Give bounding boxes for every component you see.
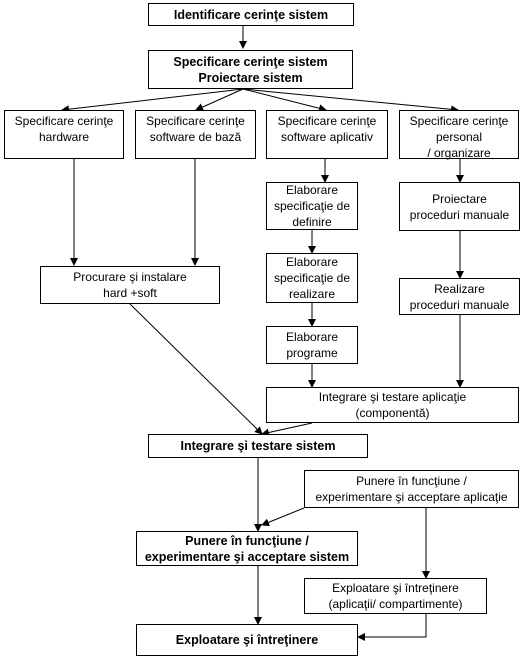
box-realizare-proceduri-manuale: Realizare proceduri manuale: [399, 278, 520, 315]
box-spec-personal-label: Specificare cerinţe personal / organizar…: [409, 114, 509, 160]
box-punere-functiune-aplicatie: Punere în funcţiune / experimentare şi a…: [304, 470, 519, 508]
arrow-sistem-to-personal: [242, 88, 459, 114]
box-elab-definire-label: Elaborare specificaţie de definire: [273, 183, 351, 229]
arrow-procurare-to-integrare-sistem: [129, 303, 263, 435]
box-proiectare-proceduri-manuale: Proiectare proceduri manuale: [399, 182, 520, 231]
box-elaborare-specificatie-realizare: Elaborare specificaţie de realizare: [266, 253, 358, 303]
arrow-sistem-to-hardware: [61, 88, 244, 114]
box-specificare-personal: Specificare cerinţe personal / organizar…: [399, 110, 519, 160]
box-integrare-aplicatie-label: Integrare şi testare aplicaţie (componen…: [318, 390, 467, 420]
box-integrare-testare-aplicatie: Integrare şi testare aplicaţie (componen…: [266, 387, 519, 423]
box-elaborare-programe: Elaborare programe: [266, 326, 358, 364]
box-elab-programe-label: Elaborare programe: [285, 330, 339, 360]
box-procurare-label: Procurare şi instalare hard +soft: [73, 270, 187, 300]
box-exploatare-aplicatii: Exploatare şi întreţinere (aplicaţii/ co…: [304, 578, 487, 614]
box-procurare-instalare: Procurare şi instalare hard +soft: [40, 266, 220, 304]
box-exploatare-aplicatii-label: Exploatare şi întreţinere (aplicaţii/ co…: [328, 581, 463, 611]
box-exploatare-intretinere: Exploatare şi întreţinere: [136, 624, 358, 656]
box-integrare-sistem-label: Integrare şi testare sistem: [180, 439, 336, 453]
box-specificare-cerinte-sistem: Specificare cerinţe sistem Proiectare si…: [148, 50, 353, 89]
box-punere-sistem-label: Punere în funcţiune / experimentare şi a…: [144, 533, 350, 564]
box-identificare-cerinte-sistem: Identificare cerinţe sistem: [148, 3, 354, 26]
box-spec-hardware-label: Specificare cerinţe hardware: [14, 114, 114, 144]
arrow-punere-aplicatie-to-punere-sistem: [261, 507, 305, 527]
box-realizare-proceduri-label: Realizare proceduri manuale: [409, 281, 510, 312]
box-proiectare-proceduri-label: Proiectare proceduri manuale: [409, 191, 510, 222]
box-punere-functiune-sistem: Punere în funcţiune / experimentare şi a…: [136, 531, 358, 566]
box-specificare-software-aplicativ: Specificare cerinţe software aplicativ: [266, 110, 388, 159]
box-spec-software-baza-label: Specificare cerinţe software de bază: [146, 114, 245, 144]
box-punere-aplicatie-label: Punere în funcţiune / experimentare şi a…: [315, 474, 508, 504]
box-exploatare-label: Exploatare şi întreţinere: [175, 633, 319, 647]
box-integrare-testare-sistem: Integrare şi testare sistem: [148, 434, 368, 458]
box-elab-realizare-label: Elaborare specificaţie de realizare: [273, 255, 351, 301]
arrow-exploatare-aplicatii-to-exploatare: [357, 614, 427, 641]
box-specificare-hardware: Specificare cerinţe hardware: [4, 110, 124, 159]
box-identificare-label: Identificare cerinţe sistem: [173, 7, 329, 22]
arrow-sistem-to-software-baza: [195, 88, 244, 111]
arrow-integrare-aplicatie-to-sistem: [261, 422, 313, 437]
box-spec-software-aplicativ-label: Specificare cerinţe software aplicativ: [277, 114, 377, 144]
box-specificare-sistem-label: Specificare cerinţe sistem Proiectare si…: [173, 54, 328, 85]
box-elaborare-specificatie-definire: Elaborare specificaţie de definire: [266, 182, 358, 230]
arrow-sistem-to-software-aplicativ: [242, 88, 327, 113]
box-specificare-software-baza: Specificare cerinţe software de bază: [135, 110, 256, 159]
